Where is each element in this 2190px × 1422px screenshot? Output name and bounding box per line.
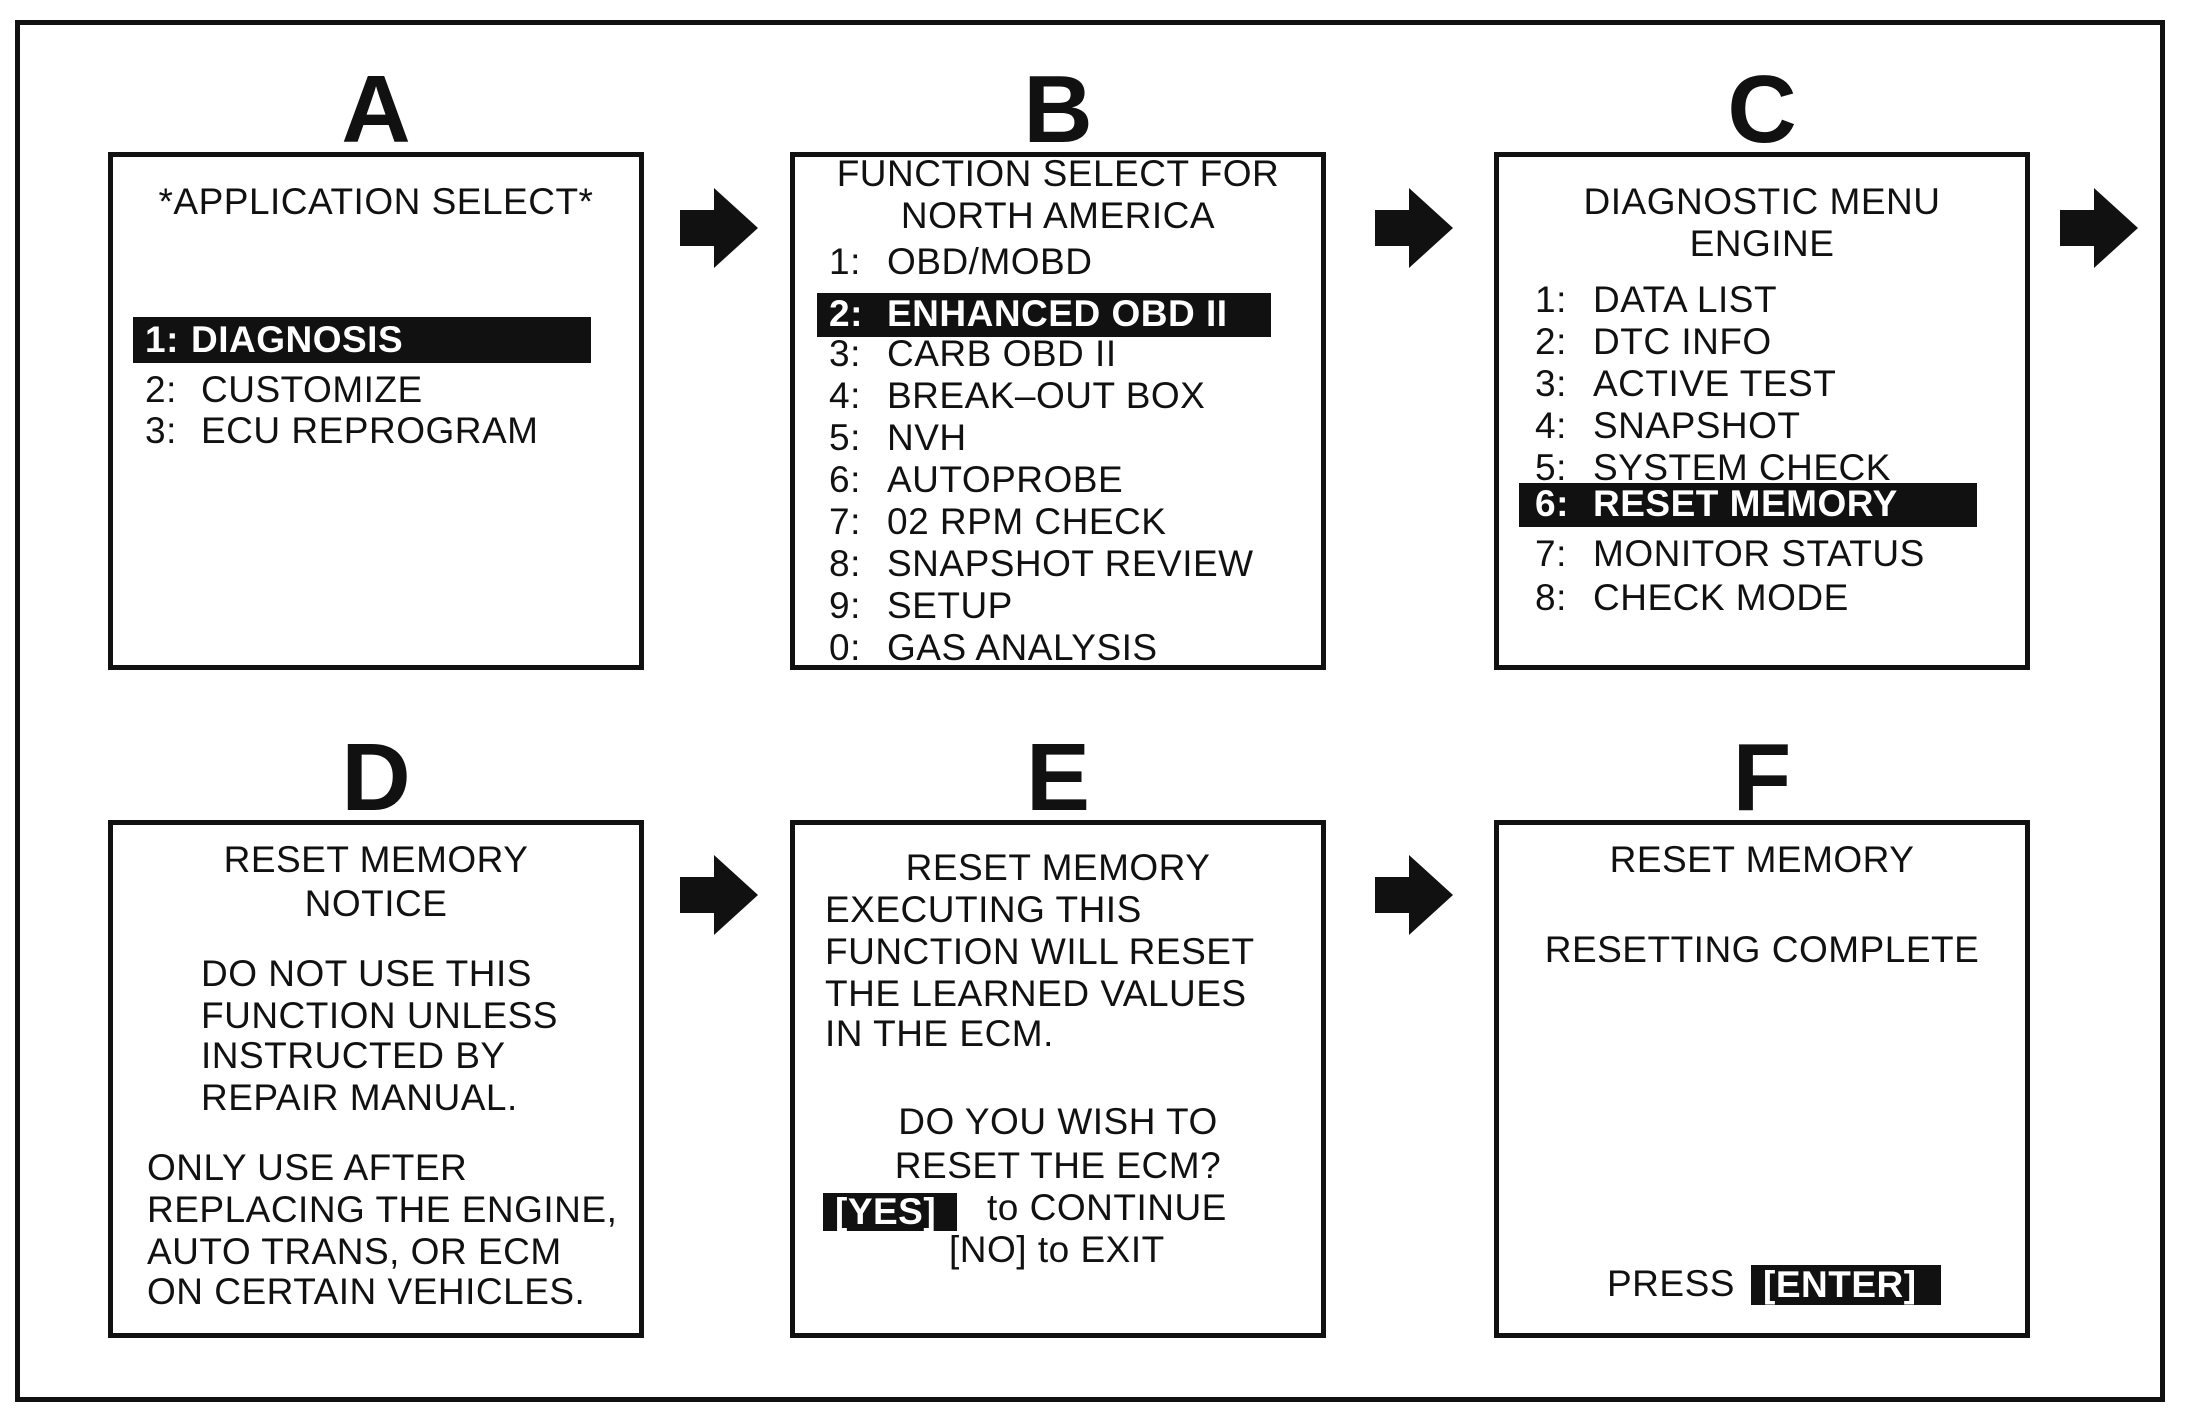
panel-e-exit-text[interactable]: [NO] to EXIT <box>949 1229 1165 1270</box>
panel-b-item-6-num: 6: <box>829 459 861 500</box>
panel-a-selected-row[interactable]: 1: DIAGNOSIS <box>133 317 591 363</box>
panel-c-screen: DIAGNOSTIC MENU ENGINE 1: DATA LIST 2: D… <box>1494 152 2030 670</box>
panel-e-screen: RESET MEMORY EXECUTING THIS FUNCTION WIL… <box>790 820 1326 1338</box>
panel-d-notice-line4: REPAIR MANUAL. <box>201 1077 518 1118</box>
panel-d-screen: RESET MEMORY NOTICE DO NOT USE THIS FUNC… <box>108 820 644 1338</box>
enter-key-button[interactable]: [ENTER] <box>1751 1264 1941 1305</box>
panel-c-item-8-label[interactable]: CHECK MODE <box>1593 577 1849 618</box>
panel-b-item-3-label[interactable]: CARB OBD II <box>887 333 1117 374</box>
panel-d-notice-line1: DO NOT USE THIS <box>201 953 532 994</box>
panel-d-usage-line3: AUTO TRANS, OR ECM <box>147 1231 562 1272</box>
panel-e-info-line2: FUNCTION WILL RESET <box>825 931 1255 972</box>
panel-c-item-6-label: RESET MEMORY <box>1593 483 1898 524</box>
panel-d-letter: D <box>341 724 411 831</box>
panel-b-item-2-label: ENHANCED OBD II <box>887 293 1228 334</box>
panel-c-item-8-num: 8: <box>1535 577 1567 618</box>
panel-b-item-4-label[interactable]: BREAK–OUT BOX <box>887 375 1206 416</box>
panel-c-item-1-label[interactable]: DATA LIST <box>1593 279 1778 320</box>
panel-a-item-3-num: 3: <box>145 410 177 451</box>
panel-b-title-line1: FUNCTION SELECT FOR <box>836 153 1280 194</box>
panel-a-screen: *APPLICATION SELECT* 1: DIAGNOSIS 2: CUS… <box>108 152 644 670</box>
panel-c-selected-row[interactable]: 6: RESET MEMORY <box>1519 483 1977 527</box>
panel-b-selected-row[interactable]: 2: ENHANCED OBD II <box>817 293 1271 337</box>
panel-a-item-3-label[interactable]: ECU REPROGRAM <box>201 410 539 451</box>
panel-c-item-1-num: 1: <box>1535 279 1567 320</box>
panel-e-letter: E <box>1025 724 1091 831</box>
panel-b-item-0-label[interactable]: GAS ANALYSIS <box>887 627 1158 668</box>
yes-key-label: [YES] <box>835 1191 937 1232</box>
panel-c-item-2-label[interactable]: DTC INFO <box>1593 321 1772 362</box>
panel-c-title-line2: ENGINE <box>1689 223 1835 264</box>
panel-b-item-5-label[interactable]: NVH <box>887 417 967 458</box>
panel-e-info-line1: EXECUTING THIS <box>825 889 1142 930</box>
panel-c-title-line1: DIAGNOSTIC MENU <box>1583 181 1941 222</box>
panel-b-item-5-num: 5: <box>829 417 861 458</box>
panel-b-item-9-label[interactable]: SETUP <box>887 585 1013 626</box>
panel-c-item-6-num: 6: <box>1535 483 1569 524</box>
panel-b-item-0-num: 0: <box>829 627 861 668</box>
diagram-frame <box>15 20 2165 1402</box>
panel-d-notice-line3: INSTRUCTED BY <box>201 1035 506 1076</box>
panel-a-title: *APPLICATION SELECT* <box>158 181 594 222</box>
panel-e-question-line2: RESET THE ECM? <box>894 1145 1222 1186</box>
panel-e-continue-text: to CONTINUE <box>987 1187 1227 1228</box>
panel-b-screen: FUNCTION SELECT FOR NORTH AMERICA 1: OBD… <box>790 152 1326 670</box>
panel-a-item-1-label: DIAGNOSIS <box>191 319 404 360</box>
panel-b-letter: B <box>1023 56 1093 163</box>
panel-e-info-line4: IN THE ECM. <box>825 1013 1054 1054</box>
panel-c-letter: C <box>1727 56 1797 163</box>
panel-b-item-9-num: 9: <box>829 585 861 626</box>
panel-c-item-7-label[interactable]: MONITOR STATUS <box>1593 533 1925 574</box>
panel-c-item-7-num: 7: <box>1535 533 1567 574</box>
right-arrow-icon <box>1375 188 1453 268</box>
panel-f-title: RESET MEMORY <box>1609 839 1915 880</box>
panel-a-item-1-num: 1: <box>145 319 179 360</box>
panel-d-usage-line1: ONLY USE AFTER <box>147 1147 468 1188</box>
panel-b-item-1-label[interactable]: OBD/MOBD <box>887 241 1093 282</box>
panel-d-title-line1: RESET MEMORY <box>223 839 529 880</box>
panel-f-screen: RESET MEMORY RESETTING COMPLETE PRESS [E… <box>1494 820 2030 1338</box>
panel-f-status: RESETTING COMPLETE <box>1544 929 1980 970</box>
panel-b-item-7-label[interactable]: 02 RPM CHECK <box>887 501 1167 542</box>
right-arrow-icon <box>680 188 758 268</box>
panel-b-item-4-num: 4: <box>829 375 861 416</box>
panel-d-usage-line2: REPLACING THE ENGINE, <box>147 1189 618 1230</box>
right-arrow-icon <box>680 855 758 935</box>
panel-c-item-4-label[interactable]: SNAPSHOT <box>1593 405 1801 446</box>
panel-b-title-line2: NORTH AMERICA <box>900 195 1216 236</box>
panel-e-info-line3: THE LEARNED VALUES <box>825 973 1247 1014</box>
panel-b-item-3-num: 3: <box>829 333 861 374</box>
panel-b-item-8-num: 8: <box>829 543 861 584</box>
panel-c-item-5-label[interactable]: SYSTEM CHECK <box>1593 447 1891 488</box>
enter-key-label: [ENTER] <box>1763 1264 1917 1305</box>
panel-d-title-line2: NOTICE <box>304 883 448 924</box>
panel-b-item-1-num: 1: <box>829 241 861 282</box>
yes-key-button[interactable]: [YES] <box>823 1191 957 1232</box>
right-arrow-icon <box>1375 855 1453 935</box>
panel-f-letter: F <box>1732 724 1792 831</box>
panel-c-item-2-num: 2: <box>1535 321 1567 362</box>
panel-a-letter: A <box>341 56 411 163</box>
panel-c-item-5-num: 5: <box>1535 447 1567 488</box>
panel-b-item-2-num: 2: <box>829 293 863 334</box>
panel-d-usage-line4: ON CERTAIN VEHICLES. <box>147 1271 586 1312</box>
panel-e-title: RESET MEMORY <box>905 847 1211 888</box>
right-arrow-icon <box>2060 188 2138 268</box>
panel-d-notice-line2: FUNCTION UNLESS <box>201 995 558 1036</box>
panel-c-item-3-label[interactable]: ACTIVE TEST <box>1593 363 1837 404</box>
panel-b-item-6-label[interactable]: AUTOPROBE <box>887 459 1124 500</box>
panel-a-item-2-label[interactable]: CUSTOMIZE <box>201 369 423 410</box>
panel-e-question-line1: DO YOU WISH TO <box>898 1101 1218 1142</box>
panel-f-press-label: PRESS <box>1607 1263 1735 1304</box>
panel-b-item-7-num: 7: <box>829 501 861 542</box>
panel-c-item-4-num: 4: <box>1535 405 1567 446</box>
panel-c-item-3-num: 3: <box>1535 363 1567 404</box>
panel-b-item-8-label[interactable]: SNAPSHOT REVIEW <box>887 543 1254 584</box>
panel-a-item-2-num: 2: <box>145 369 177 410</box>
